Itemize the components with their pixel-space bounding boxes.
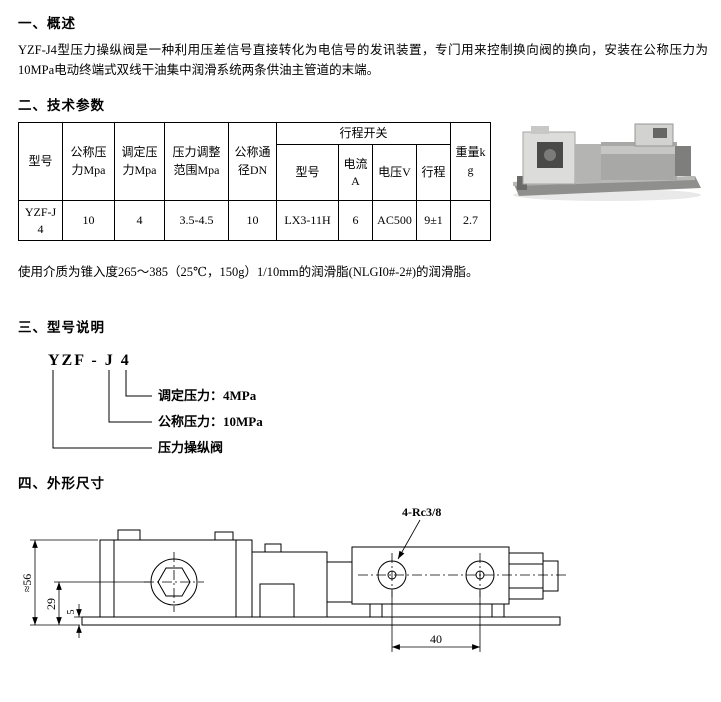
overview-body: YZF-J4型压力操纵阀是一种利用压差信号直接转化为电信号的发讯装置，专门用来控… <box>18 43 708 77</box>
cell-switch-current: 6 <box>338 200 373 242</box>
table-header-row-1: 型号 公称压力Mpa 调定压力Mpa 压力调整范围Mpa 公称通径DN 行程开关… <box>18 121 491 202</box>
table-header-row-2: 型号 电流A 电压V 行程 <box>19 144 491 202</box>
product-photo <box>507 118 707 203</box>
grease-note: 使用介质为锥入度265～385（25℃，150g）1/10mm的润滑脂(NLGI… <box>18 265 479 280</box>
cell-nominal-diameter: 10 <box>228 200 277 242</box>
th-switch-voltage: 电压V <box>372 144 417 202</box>
dim-total-height: ≈56 <box>22 574 34 593</box>
cell-nominal-pressure: 10 <box>62 200 115 242</box>
th-switch-model: 型号 <box>276 144 339 202</box>
th-nominal-diameter: 公称通径DN <box>228 121 277 202</box>
outline-dimensions-drawing: ≈56 29 5 40 4-Rc3/8 <box>22 505 567 653</box>
dim-base-thickness: 5 <box>66 610 77 615</box>
cell-switch-model: LX3-11H <box>276 200 339 242</box>
overview-heading: 一、概述 <box>18 16 76 31</box>
dim-port-spacing: 40 <box>430 632 442 646</box>
cell-model: YZF-J4 <box>18 200 63 242</box>
tech-params-table: 型号 公称压力Mpa 调定压力Mpa 压力调整范围Mpa 公称通径DN 行程开关… <box>18 121 491 242</box>
model-label-nominal-pressure: 公称压力：10MPa <box>158 414 263 429</box>
table-data-row: YZF-J4 10 4 3.5-4.5 10 LX3-11H 6 AC500 9… <box>18 200 491 242</box>
valve-outline <box>81 529 561 626</box>
tech-params-heading: 二、技术参数 <box>18 98 105 113</box>
model-label-set-pressure: 调定压力：4MPa <box>158 388 257 403</box>
th-travel-switch-group: 行程开关 <box>276 121 451 146</box>
th-set-pressure: 调定压力Mpa <box>114 121 165 202</box>
th-switch-current: 电流A <box>338 144 373 202</box>
th-weight: 重量kg <box>450 121 491 202</box>
dimension-lines <box>30 520 481 653</box>
document-page: 一、概述 YZF-J4型压力操纵阀是一种利用压差信号直接转化为电信号的发讯装置，… <box>18 16 708 653</box>
cell-weight: 2.7 <box>450 200 491 242</box>
th-model: 型号 <box>18 121 63 202</box>
cell-switch-voltage: AC500 <box>372 200 417 242</box>
cell-adjust-range: 3.5-4.5 <box>164 200 229 242</box>
model-label-valve-name: 压力操纵阀 <box>158 440 223 455</box>
dim-thread-callout: 4-Rc3/8 <box>402 505 441 519</box>
th-adjust-range: 压力调整范围Mpa <box>164 121 229 202</box>
centerlines <box>144 552 567 613</box>
cell-set-pressure: 4 <box>114 200 165 242</box>
model-desc-heading: 三、型号说明 <box>18 320 105 336</box>
model-code: YZF - J 4 <box>48 352 131 369</box>
cell-switch-travel: 9±1 <box>416 200 451 242</box>
product-photo-image <box>513 123 701 201</box>
th-switch-travel: 行程 <box>416 144 451 202</box>
dimensions-heading: 四、外形尺寸 <box>18 476 105 492</box>
dim-center-height: 29 <box>44 598 58 610</box>
model-leader-lines <box>52 370 152 449</box>
th-nominal-pressure: 公称压力Mpa <box>62 121 115 202</box>
model-designation-diagram: YZF - J 4 调定压力：4MPa 公称压力：10MPa 压力操纵阀 <box>48 352 263 455</box>
